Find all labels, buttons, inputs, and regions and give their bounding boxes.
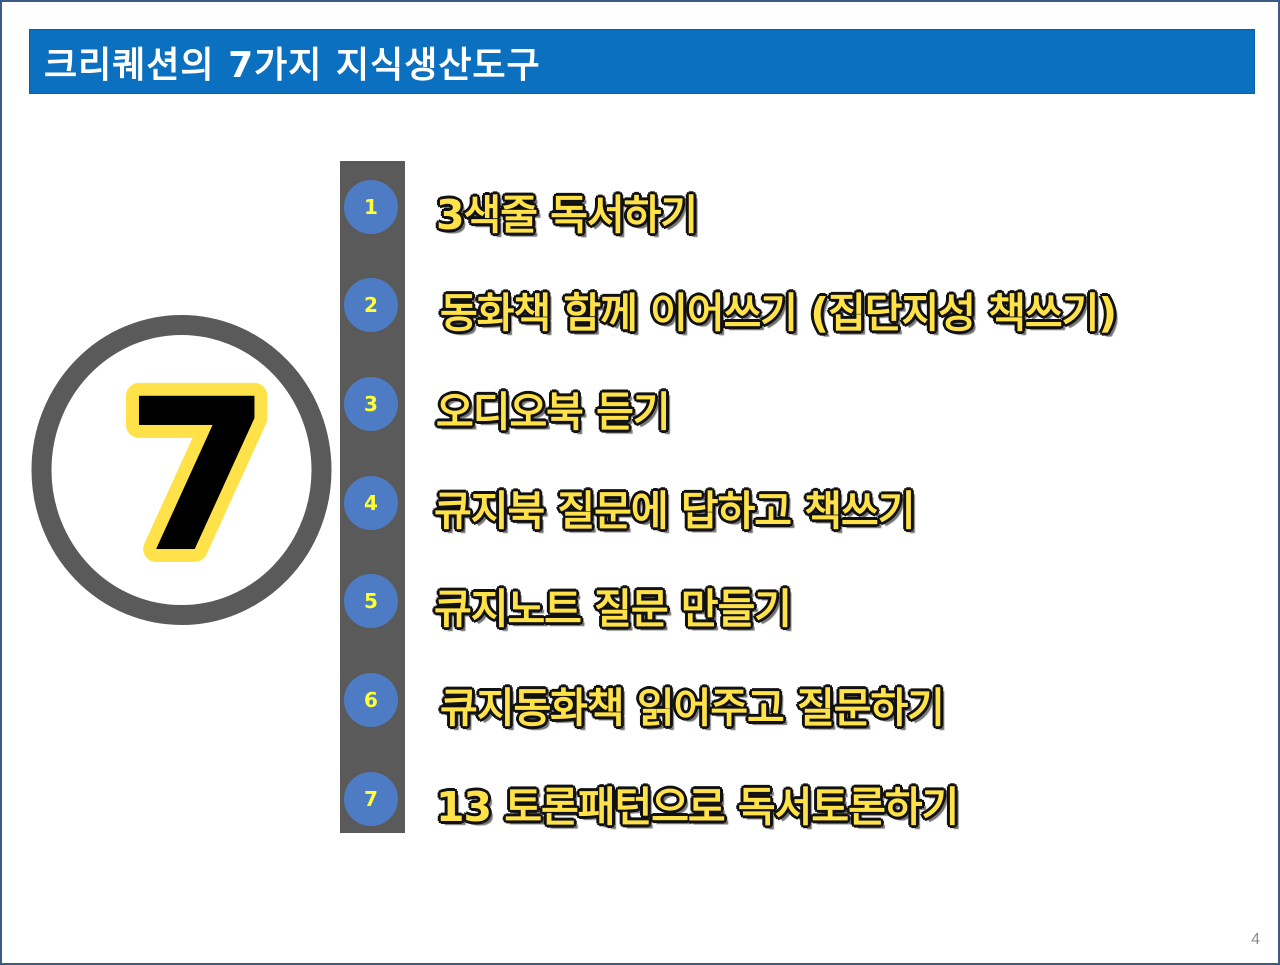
badge-ring xyxy=(31,315,332,625)
step-5: 5 큐지노트 질문 만들기 xyxy=(2,571,1280,634)
step-label: 큐지노트 질문 만들기 xyxy=(433,584,793,634)
step-label: 동화책 함께 이어쓰기 (집단지성 책쓰기) xyxy=(439,288,1118,338)
step-1: 1 3색줄 독서하기 xyxy=(2,177,1280,240)
slide-title: 크리퀘션의 7가지 지식생산도구 xyxy=(44,44,541,86)
title-bar: 크리퀘션의 7가지 지식생산도구 xyxy=(29,29,1255,94)
page-number: 4 xyxy=(1251,931,1260,948)
step-number-badge: 6 xyxy=(344,673,398,727)
step-label: 오디오북 듣기 xyxy=(435,387,671,437)
step-number-badge: 5 xyxy=(344,574,398,628)
step-label: 큐지동화책 읽어주고 질문하기 xyxy=(439,683,945,733)
step-label: 큐지북 질문에 답하고 책쓰기 xyxy=(433,486,916,536)
step-number-badge: 4 xyxy=(344,476,398,530)
step-number-badge: 3 xyxy=(344,377,398,431)
badge-number: 7 xyxy=(125,354,271,599)
step-6: 6 큐지동화책 읽어주고 질문하기 xyxy=(2,670,1280,733)
badge-number-outline: 7 xyxy=(125,354,271,599)
step-4: 4 큐지북 질문에 답하고 책쓰기 xyxy=(2,473,1280,536)
step-number-badge: 7 xyxy=(344,772,398,826)
step-3: 3 오디오북 듣기 xyxy=(2,374,1280,437)
step-2: 2 동화책 함께 이어쓰기 (집단지성 책쓰기) xyxy=(2,275,1280,338)
step-7: 7 13 토론패턴으로 독서토론하기 xyxy=(2,769,1280,832)
big-seven-badge: 7 7 xyxy=(31,315,332,625)
step-number-badge: 1 xyxy=(344,180,398,234)
step-label: 3색줄 독서하기 xyxy=(435,190,699,240)
step-label: 13 토론패턴으로 독서토론하기 xyxy=(435,782,960,832)
step-number-badge: 2 xyxy=(344,278,398,332)
